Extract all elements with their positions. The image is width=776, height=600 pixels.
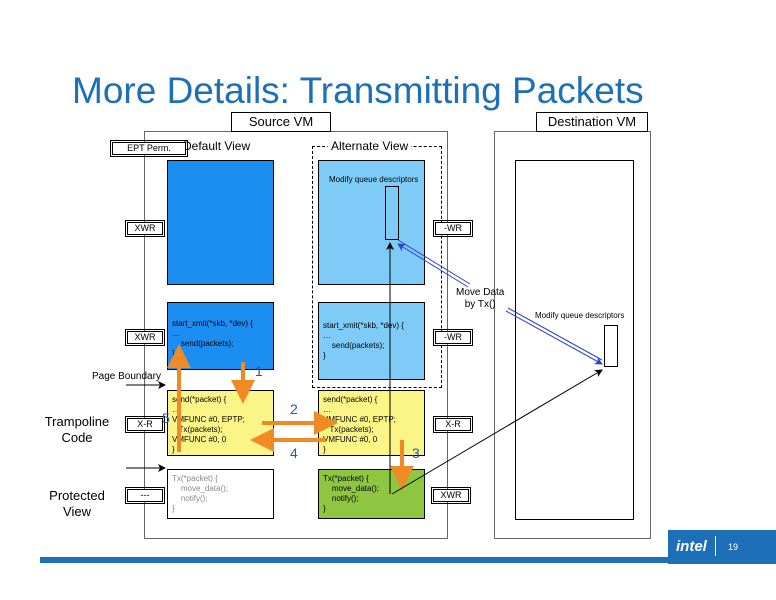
arrow-tx-to-dest-queue — [391, 369, 603, 495]
dest-queue-descriptor-box — [604, 325, 618, 367]
blue-move-arrow-1 — [397, 239, 471, 288]
alternate-data-page — [318, 160, 425, 285]
step-2: 2 — [290, 401, 298, 417]
slide-title: More Details: Transmitting Packets — [72, 70, 644, 111]
alt-queue-descriptor-box — [385, 186, 399, 240]
perm-xr-2: X-R — [433, 416, 473, 433]
step-4: 4 — [290, 445, 298, 461]
default-start-xmit-page: start_xmit(*skb, *dev) { … send(packets)… — [167, 302, 274, 370]
protected-view-label: Protected View — [49, 488, 105, 519]
perm-xr-1: X-R — [125, 416, 165, 433]
alt-modify-queue-label: Modify queue descriptors — [329, 175, 419, 184]
perm-wr-1: -WR — [433, 220, 473, 237]
logo-box — [668, 530, 776, 564]
footer-bar — [40, 557, 776, 563]
blue-move-arrow-2 — [505, 307, 603, 365]
trampoline-code-label: Trampoline Code — [44, 414, 110, 445]
perm-wr-2: -WR — [433, 329, 473, 346]
step-5: 5 — [162, 410, 170, 426]
perm-xwr-2: XWR — [125, 329, 165, 346]
perm-xwr-1: XWR — [125, 220, 165, 237]
step-3: 3 — [412, 445, 420, 461]
perm-xwr-3: XWR — [431, 487, 471, 504]
move-data-label: Move Data by Tx() — [456, 287, 505, 310]
intel-logo: intel — [676, 538, 707, 555]
step-1: 1 — [255, 363, 263, 379]
page-number: 19 — [728, 542, 739, 552]
ept-perm-label: EPT Perm. — [110, 140, 188, 157]
source-vm-label: Source VM — [231, 112, 331, 132]
logo-divider — [715, 536, 716, 556]
default-view-label: Default View — [183, 139, 251, 153]
default-data-page — [167, 160, 274, 285]
destination-vm-label: Destination VM — [536, 112, 648, 132]
alternate-start-xmit-page: start_xmit(*skb, *dev) { … send(packets)… — [318, 302, 425, 380]
perm-none: --- — [125, 487, 165, 504]
page-boundary-label: Page Boundary — [92, 371, 161, 382]
dest-modify-queue-label: Modify queue descriptors — [535, 311, 625, 320]
alternate-view-label: Alternate View — [328, 139, 412, 153]
default-tx-page: Tx(*packet) { move_data(); notify(); } — [167, 469, 274, 519]
